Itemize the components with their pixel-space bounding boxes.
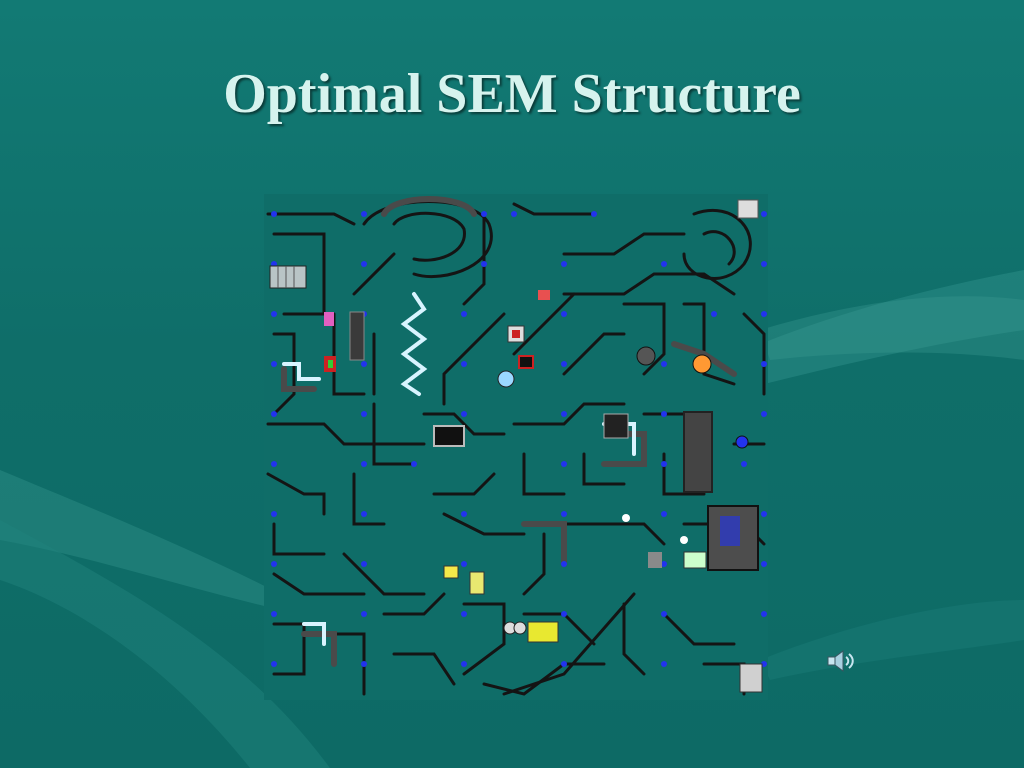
- circuit-diagram-icon: [264, 194, 768, 700]
- speaker-sound-icon[interactable]: [826, 648, 856, 674]
- slide-title: Optimal SEM Structure: [223, 63, 801, 125]
